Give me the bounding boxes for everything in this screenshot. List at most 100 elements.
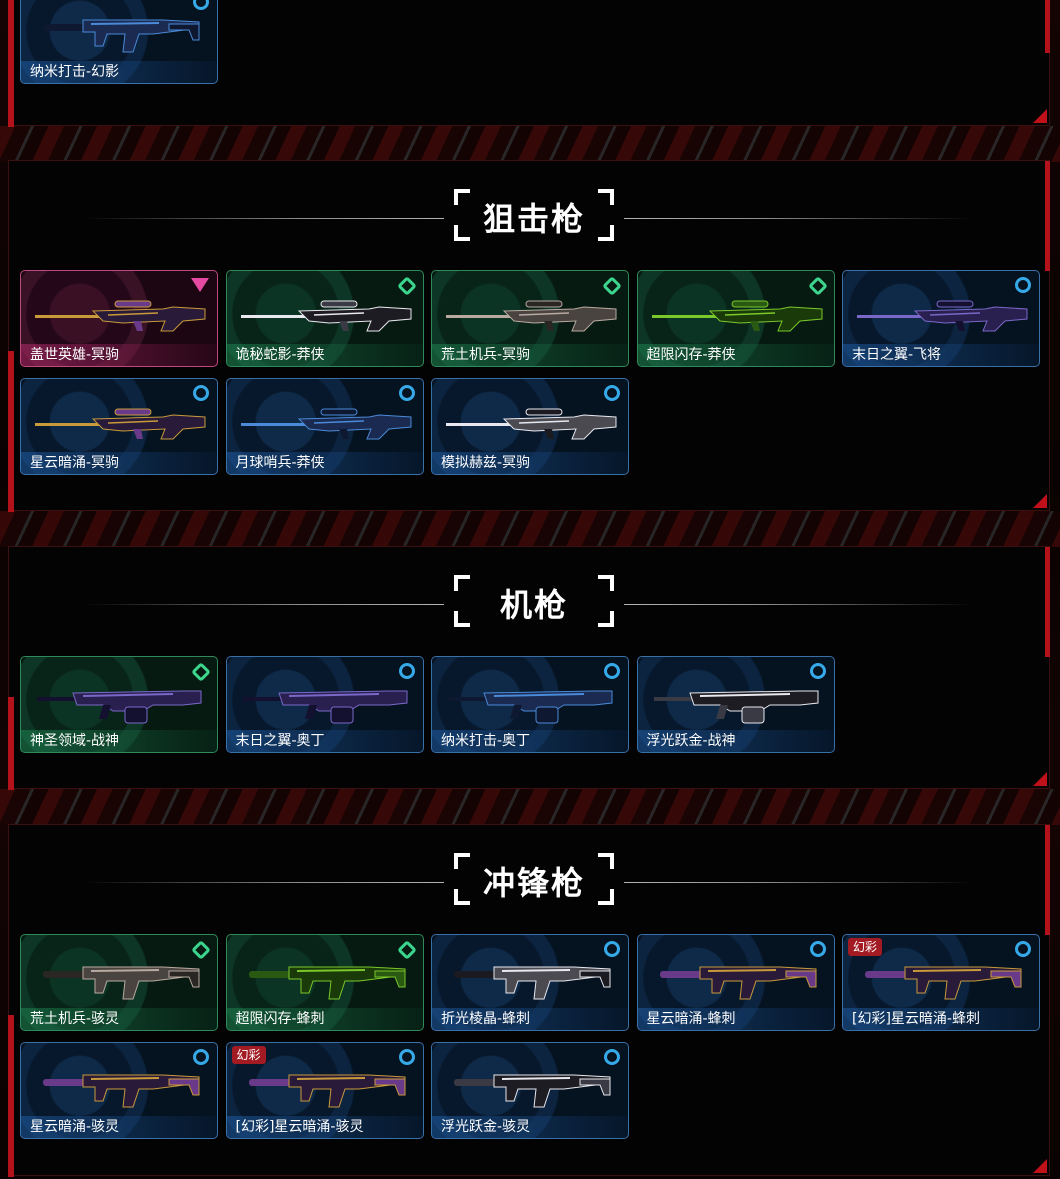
weapon-skin-card[interactable]: 浮光跃金-骇灵 [431,1042,629,1139]
weapon-skin-name: 盖世英雄-冥驹 [21,344,217,366]
weapon-image [865,966,1022,1000]
weapon-skin-card[interactable]: 纳米打击-奥丁 [431,656,629,753]
rarity-circle-icon [1015,277,1031,293]
weapon-image [448,690,613,724]
rarity-circle-icon [193,1049,209,1065]
weapon-skin-card[interactable]: 荒土机兵-骇灵 [20,934,218,1031]
weapon-skin-name: 浮光跃金-战神 [637,730,834,752]
weapon-image [857,300,1028,332]
section-title: 冲锋枪 [482,864,585,902]
weapon-image [35,408,206,440]
weapon-skin-name: 神圣领域-战神 [21,730,217,752]
rarity-diamond-icon [396,940,417,960]
weapon-image [651,300,822,332]
weapon-skin-name: 浮光跃金-骇灵 [432,1116,628,1138]
rarity-triangle-icon [191,278,209,292]
section-title: 狙击枪 [482,200,585,238]
weapon-skin-name: 星云暗涌-骇灵 [21,1116,217,1138]
background-stripe [0,126,1060,162]
background-stripe [0,789,1060,825]
section-header: 机枪 [9,575,1051,635]
weapon-skin-card[interactable]: 末日之翼-奥丁 [225,656,424,753]
panel-top: 纳米打击-幻影 [8,0,1050,127]
weapon-skin-card[interactable]: 末日之翼-飞将 [842,270,1040,367]
weapon-image [35,300,206,332]
weapon-skin-name: 荒土机兵-冥驹 [432,344,628,366]
rarity-circle-icon [398,1049,415,1065]
rarity-circle-icon [1015,941,1031,957]
weapon-skin-name: 星云暗涌-冥驹 [21,452,217,474]
weapon-image [248,966,405,1000]
weapon-skin-name: 超限闪存-莽侠 [637,344,834,366]
corner-decoration [1033,494,1047,508]
rarity-diamond-icon [807,276,828,296]
weapon-skin-card[interactable]: 超限闪存-蜂刺 [225,934,424,1031]
section-header: 狙击枪 [9,189,1051,249]
weapon-skin-card[interactable]: 荒土机兵-冥驹 [431,270,629,367]
weapon-skin-name: 模拟赫兹-冥驹 [432,452,628,474]
weapon-image [37,690,202,724]
rarity-diamond-icon [191,662,211,682]
rarity-diamond-icon [396,276,417,296]
weapon-image [43,19,200,53]
weapon-image [43,1074,200,1108]
weapon-image [659,966,816,1000]
section-smg: 冲锋枪 荒土机兵-骇灵 超限闪存-蜂刺 折光棱晶-蜂刺 星云暗涌-蜂刺 幻彩 [幻… [8,824,1051,1177]
weapon-skin-card[interactable]: 模拟赫兹-冥驹 [431,378,629,475]
corner-decoration [1033,109,1047,123]
variant-badge: 幻彩 [848,938,883,956]
rarity-circle-icon [809,941,826,957]
weapon-image [653,690,818,724]
weapon-skin-card[interactable]: 超限闪存-莽侠 [636,270,835,367]
weapon-skin-card[interactable]: 星云暗涌-蜂刺 [636,934,835,1031]
weapon-skin-name: 折光棱晶-蜂刺 [432,1008,628,1030]
rarity-circle-icon [193,0,209,10]
weapon-skin-card[interactable]: 星云暗涌-骇灵 [20,1042,218,1139]
rarity-circle-icon [809,663,826,679]
rarity-circle-icon [398,663,415,679]
rarity-circle-icon [604,385,620,401]
weapon-skin-card[interactable]: 盖世英雄-冥驹 [20,270,218,367]
weapon-skin-card[interactable]: 纳米打击-幻影 [20,0,218,84]
weapon-image [454,966,611,1000]
section-machine-gun: 机枪 神圣领域-战神 末日之翼-奥丁 纳米打击-奥丁 浮光跃金-战神 [8,546,1051,790]
weapon-skin-name: 诡秘蛇影-莽侠 [226,344,423,366]
weapon-skin-name: [幻彩]星云暗涌-蜂刺 [843,1008,1039,1030]
weapon-image [248,1074,405,1108]
weapon-skin-name: 纳米打击-奥丁 [432,730,628,752]
weapon-skin-card[interactable]: 幻彩 [幻彩]星云暗涌-蜂刺 [842,934,1040,1031]
variant-badge: 幻彩 [231,1046,266,1064]
rarity-diamond-icon [602,276,622,296]
weapon-skin-name: 荒土机兵-骇灵 [21,1008,217,1030]
weapon-skin-name: [幻彩]星云暗涌-骇灵 [226,1116,423,1138]
corner-decoration [1033,1159,1047,1173]
rarity-circle-icon [604,663,620,679]
rarity-circle-icon [193,385,209,401]
rarity-diamond-icon [191,940,211,960]
section-header: 冲锋枪 [9,853,1051,913]
weapon-image [446,300,617,332]
weapon-skin-card[interactable]: 浮光跃金-战神 [636,656,835,753]
weapon-skin-name: 月球哨兵-莽侠 [226,452,423,474]
rarity-circle-icon [604,941,620,957]
section-title: 机枪 [499,586,568,624]
background-stripe [0,511,1060,547]
weapon-image [43,966,200,1000]
weapon-image [446,408,617,440]
weapon-skin-card[interactable]: 月球哨兵-莽侠 [225,378,424,475]
weapon-skin-card[interactable]: 幻彩 [幻彩]星云暗涌-骇灵 [225,1042,424,1139]
weapon-skin-card[interactable]: 折光棱晶-蜂刺 [431,934,629,1031]
weapon-skin-card[interactable]: 星云暗涌-冥驹 [20,378,218,475]
weapon-skin-card[interactable]: 神圣领域-战神 [20,656,218,753]
weapon-skin-name: 星云暗涌-蜂刺 [637,1008,834,1030]
weapon-skin-name: 纳米打击-幻影 [21,61,217,83]
weapon-image [240,408,411,440]
weapon-skin-name: 末日之翼-奥丁 [226,730,423,752]
weapon-image [242,690,407,724]
rarity-circle-icon [604,1049,620,1065]
weapon-skin-card[interactable]: 诡秘蛇影-莽侠 [225,270,424,367]
rarity-circle-icon [398,385,415,401]
section-sniper: 狙击枪 盖世英雄-冥驹 诡秘蛇影-莽侠 荒土机兵-冥驹 超限闪存-莽侠 [8,160,1051,512]
corner-decoration [1033,772,1047,786]
weapon-image [454,1074,611,1108]
